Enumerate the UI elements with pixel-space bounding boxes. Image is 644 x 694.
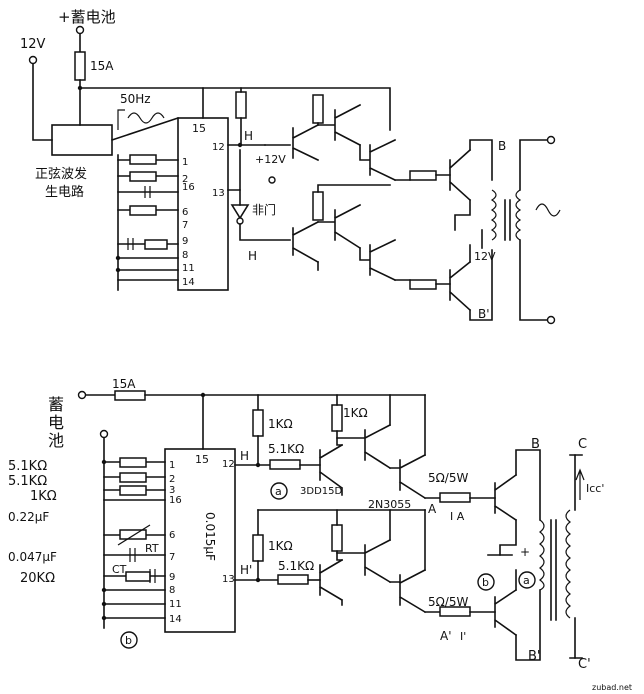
battery-char: 电 bbox=[48, 413, 64, 432]
top-ic-pin: 6 bbox=[182, 207, 188, 218]
bottom-xfmr-c2: C' bbox=[578, 657, 591, 672]
top-circuit: 12V +蓄电池 15A 正弦波发 生电路 50Hz 15 1 2 16 6 7… bbox=[20, 8, 561, 325]
bottom-node-a-circle: a bbox=[275, 485, 282, 498]
top-ic-pin12: 12 bbox=[212, 142, 225, 153]
label-3dd15d: 3DD15D bbox=[300, 486, 342, 497]
bottom-node-b-right: b bbox=[482, 576, 489, 589]
label-r1k-a: 1KΩ bbox=[268, 417, 293, 431]
label-ia2: I' bbox=[460, 630, 466, 643]
bottom-node-a: A bbox=[428, 502, 437, 516]
label-5w-a: 5Ω/5W bbox=[428, 471, 468, 485]
bottom-node-h: H bbox=[240, 449, 249, 463]
label-r51k-a: 5.1KΩ bbox=[268, 442, 304, 456]
plus-mark: + bbox=[520, 545, 530, 559]
top-ic-pin: 7 bbox=[182, 220, 188, 231]
bottom-ic-pin: 14 bbox=[169, 614, 182, 625]
top-ic-pin: 16 bbox=[182, 182, 195, 193]
bottom-node-h2: H' bbox=[240, 563, 252, 577]
bottom-ic-cap-label: 0.015μF bbox=[203, 512, 217, 561]
top-ic-pin: 11 bbox=[182, 263, 195, 274]
bottom-node-a-right: a bbox=[523, 574, 530, 587]
terminal-battery bbox=[75, 25, 85, 35]
battery-char: 蓄 bbox=[48, 395, 64, 414]
top-ic-pin: 8 bbox=[182, 250, 188, 261]
top-ic-pin15: 15 bbox=[192, 122, 206, 135]
label-ia: I A bbox=[450, 510, 465, 523]
label-sine-1: 正弦波发 bbox=[35, 166, 87, 182]
bottom-node-a2: A' bbox=[440, 629, 452, 643]
bottom-ic-pin: 2 bbox=[169, 474, 175, 485]
label-r4: 20KΩ bbox=[20, 571, 55, 586]
label-c1: 0.22μF bbox=[8, 510, 49, 524]
label-sine-2: 生电路 bbox=[45, 184, 84, 200]
label-r3: 1KΩ bbox=[30, 489, 57, 504]
label-fuse: 15A bbox=[90, 59, 114, 73]
label-r1: 5.1KΩ bbox=[8, 459, 47, 474]
label-r51k-b: 5.1KΩ bbox=[278, 559, 314, 573]
bottom-xfmr-c: C bbox=[578, 437, 587, 452]
bottom-ic-pin: 6 bbox=[169, 530, 175, 541]
bottom-ic-pin: 1 bbox=[169, 460, 175, 471]
label-5w-b: 5Ω/5W bbox=[428, 595, 468, 609]
watermark: zubad.net bbox=[592, 683, 632, 692]
label-c2: 0.047μF bbox=[8, 550, 57, 564]
bottom-ic-pin: 7 bbox=[169, 552, 175, 563]
bottom-xfmr-b2: B' bbox=[528, 649, 541, 664]
top-xfmr-b2: B' bbox=[478, 307, 490, 321]
battery-char: 池 bbox=[48, 431, 64, 450]
label-r1k-b: 1KΩ bbox=[268, 539, 293, 553]
bottom-ic-pin12: 12 bbox=[222, 459, 235, 470]
label-r1k-c: 1KΩ bbox=[343, 406, 368, 420]
top-ic bbox=[177, 117, 229, 291]
label-2n3055: 2N3055 bbox=[368, 498, 411, 511]
label-12v: 12V bbox=[20, 37, 46, 52]
bottom-ic-pin: 9 bbox=[169, 572, 175, 583]
bottom-circuit: 15A 蓄 电 池 5.1KΩ 5.1KΩ 1KΩ 0.22μF 0.047μF… bbox=[8, 377, 604, 672]
label-rt: RT bbox=[145, 542, 159, 555]
top-plus12v: +12V bbox=[255, 153, 286, 166]
label-icc: Icc' bbox=[586, 482, 604, 495]
label-battery: +蓄电池 bbox=[58, 8, 116, 26]
bottom-label-fuse: 15A bbox=[112, 377, 136, 391]
bottom-ic bbox=[164, 448, 236, 633]
label-not-gate: 非门 bbox=[252, 202, 276, 217]
top-ic-pin13: 13 bbox=[212, 188, 225, 199]
bottom-ic-pin: 3 bbox=[169, 485, 175, 496]
top-xfmr-b: B bbox=[498, 139, 506, 153]
top-ic-pin: 14 bbox=[182, 277, 195, 288]
label-r2: 5.1KΩ bbox=[8, 474, 47, 489]
top-ic-pin: 2 bbox=[182, 174, 188, 185]
bottom-ic-pin: 11 bbox=[169, 599, 182, 610]
label-ct: CT bbox=[112, 563, 127, 576]
bottom-ic-pin: 8 bbox=[169, 585, 175, 596]
bottom-ic-pin: 16 bbox=[169, 495, 182, 506]
bottom-node-b-left: b bbox=[125, 634, 132, 647]
bottom-ic-pin15: 15 bbox=[195, 453, 209, 466]
top-node-h2: H bbox=[248, 249, 257, 263]
label-freq: 50Hz bbox=[120, 92, 151, 106]
sine-generator-block bbox=[51, 124, 113, 156]
fuse-15a bbox=[74, 51, 86, 81]
top-ic-pin: 1 bbox=[182, 157, 188, 168]
top-ic-pin: 9 bbox=[182, 236, 188, 247]
top-ct-12v: 12V bbox=[474, 250, 496, 263]
bottom-xfmr-b: B bbox=[531, 437, 540, 452]
terminal-12v bbox=[28, 55, 38, 65]
bottom-ic-pin13: 13 bbox=[222, 574, 235, 585]
top-node-h: H bbox=[244, 129, 253, 143]
